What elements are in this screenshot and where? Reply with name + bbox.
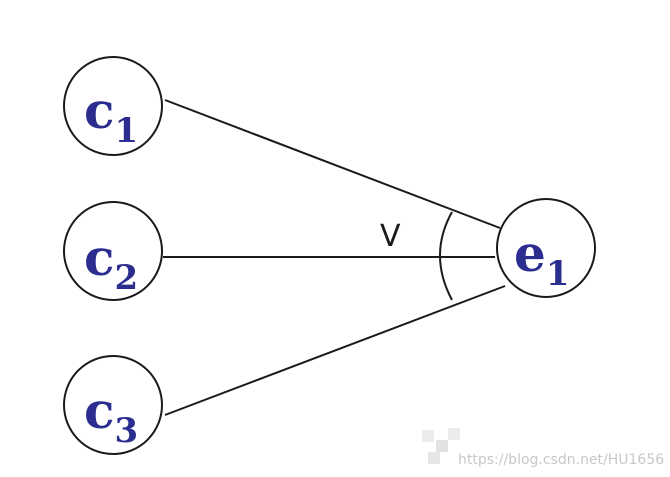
node-c3-subscript: 3 (114, 411, 138, 451)
node-e1-letter: e (514, 224, 546, 283)
svg-text:c2: c2 (84, 228, 138, 298)
node-c1-subscript: 1 (114, 111, 138, 151)
node-e1: e1 (496, 198, 596, 298)
node-c2-letter: c (84, 228, 114, 287)
watermark-text: https://blog.csdn.net/HU1656 (458, 452, 664, 468)
or-arc (439, 211, 453, 301)
svg-text:c1: c1 (84, 81, 138, 151)
edge-c1-e1 (164, 99, 501, 229)
svg-text:c3: c3 (84, 381, 138, 451)
node-c3: c3 (63, 355, 163, 455)
node-c2-subscript: 2 (114, 258, 138, 298)
operator-label: V (380, 219, 401, 254)
node-c1-letter: c (84, 81, 114, 140)
node-e1-subscript: 1 (546, 254, 570, 294)
svg-text:e1: e1 (514, 224, 569, 294)
watermark: https://blog.csdn.net/HU1656 (422, 428, 664, 468)
node-c2: c2 (63, 201, 163, 301)
node-c3-letter: c (84, 381, 114, 440)
node-c1: c1 (63, 56, 163, 156)
edge-c3-e1 (164, 285, 506, 416)
